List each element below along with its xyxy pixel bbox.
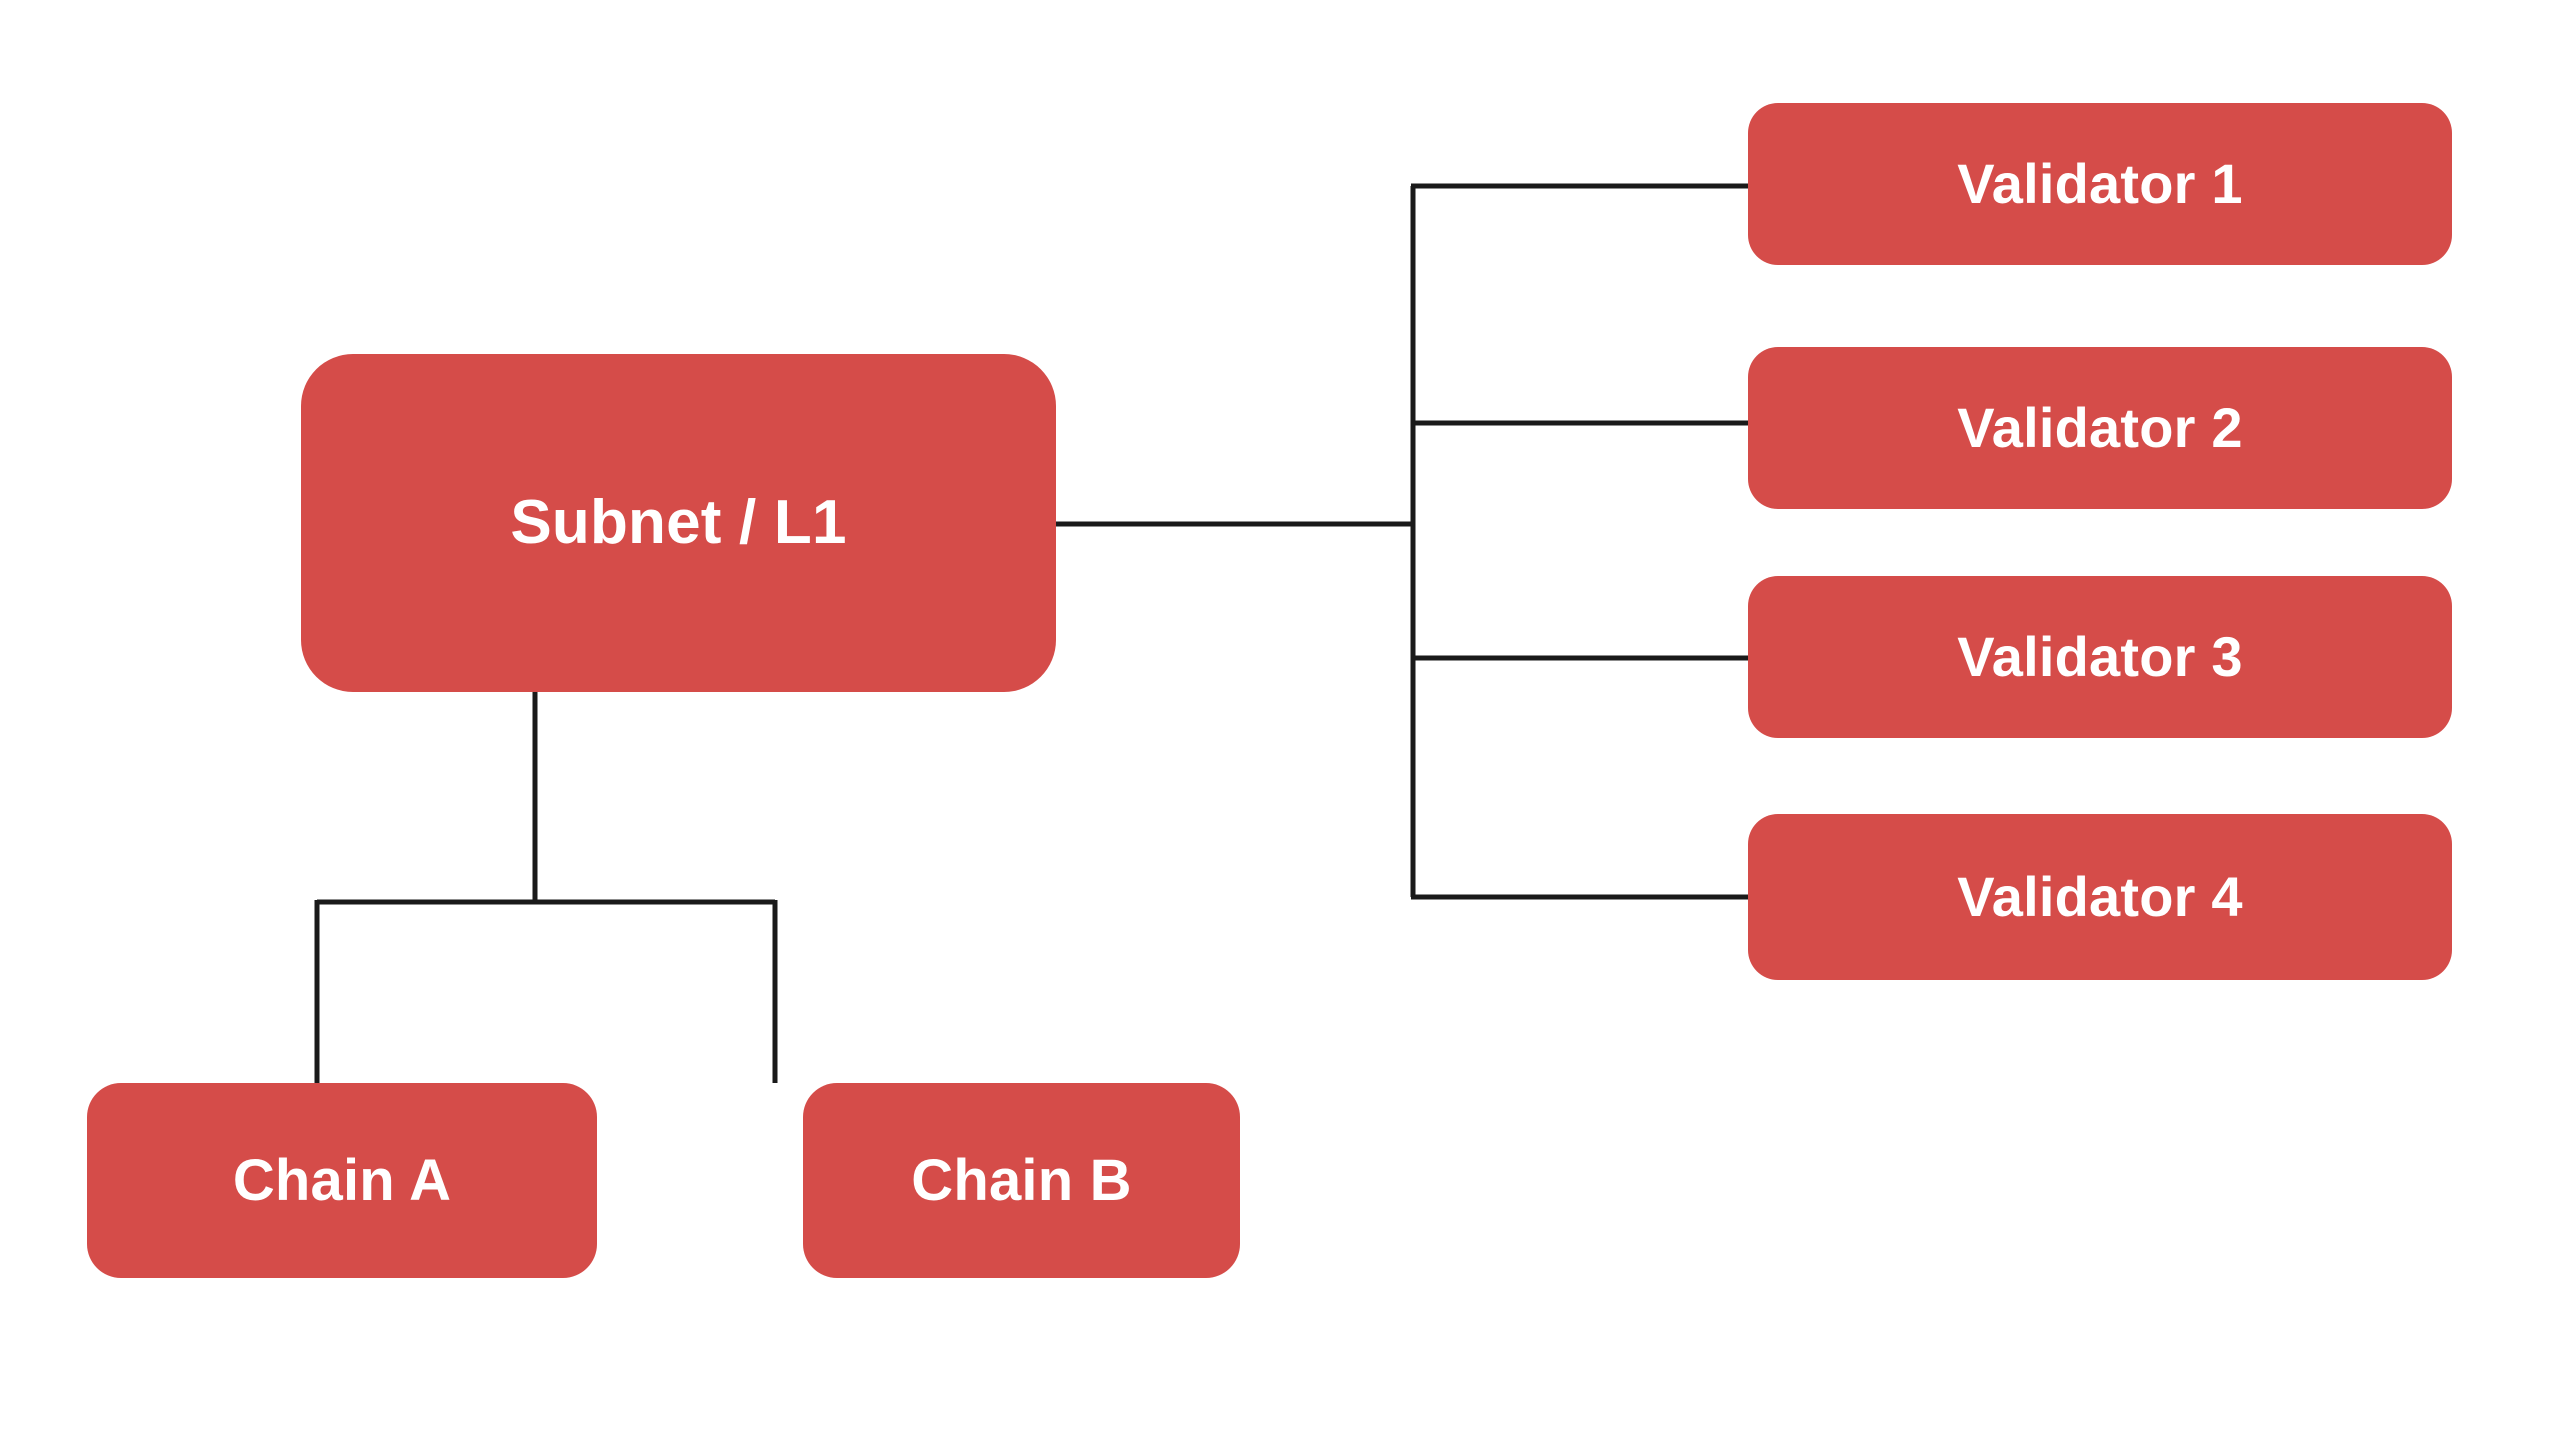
node-subnet-l1[interactable]: Subnet / L1 <box>301 354 1056 692</box>
node-validator-2-label: Validator 2 <box>1957 396 2243 459</box>
node-chain-b-label: Chain B <box>911 1147 1132 1213</box>
node-subnet-l1-label: Subnet / L1 <box>510 488 847 557</box>
node-validator-2[interactable]: Validator 2 <box>1748 347 2452 509</box>
node-validator-1[interactable]: Validator 1 <box>1748 103 2452 265</box>
node-chain-a-label: Chain A <box>232 1147 452 1213</box>
node-validator-4[interactable]: Validator 4 <box>1748 814 2452 980</box>
node-validator-1-label: Validator 1 <box>1957 152 2243 215</box>
node-validator-3[interactable]: Validator 3 <box>1748 576 2452 738</box>
node-chain-a[interactable]: Chain A <box>87 1083 597 1278</box>
validator-connectors <box>1056 183 1748 900</box>
node-validator-3-label: Validator 3 <box>1957 625 2243 688</box>
node-chain-b[interactable]: Chain B <box>803 1083 1240 1278</box>
node-validator-4-label: Validator 4 <box>1957 865 2243 928</box>
chain-connectors <box>314 692 778 1083</box>
